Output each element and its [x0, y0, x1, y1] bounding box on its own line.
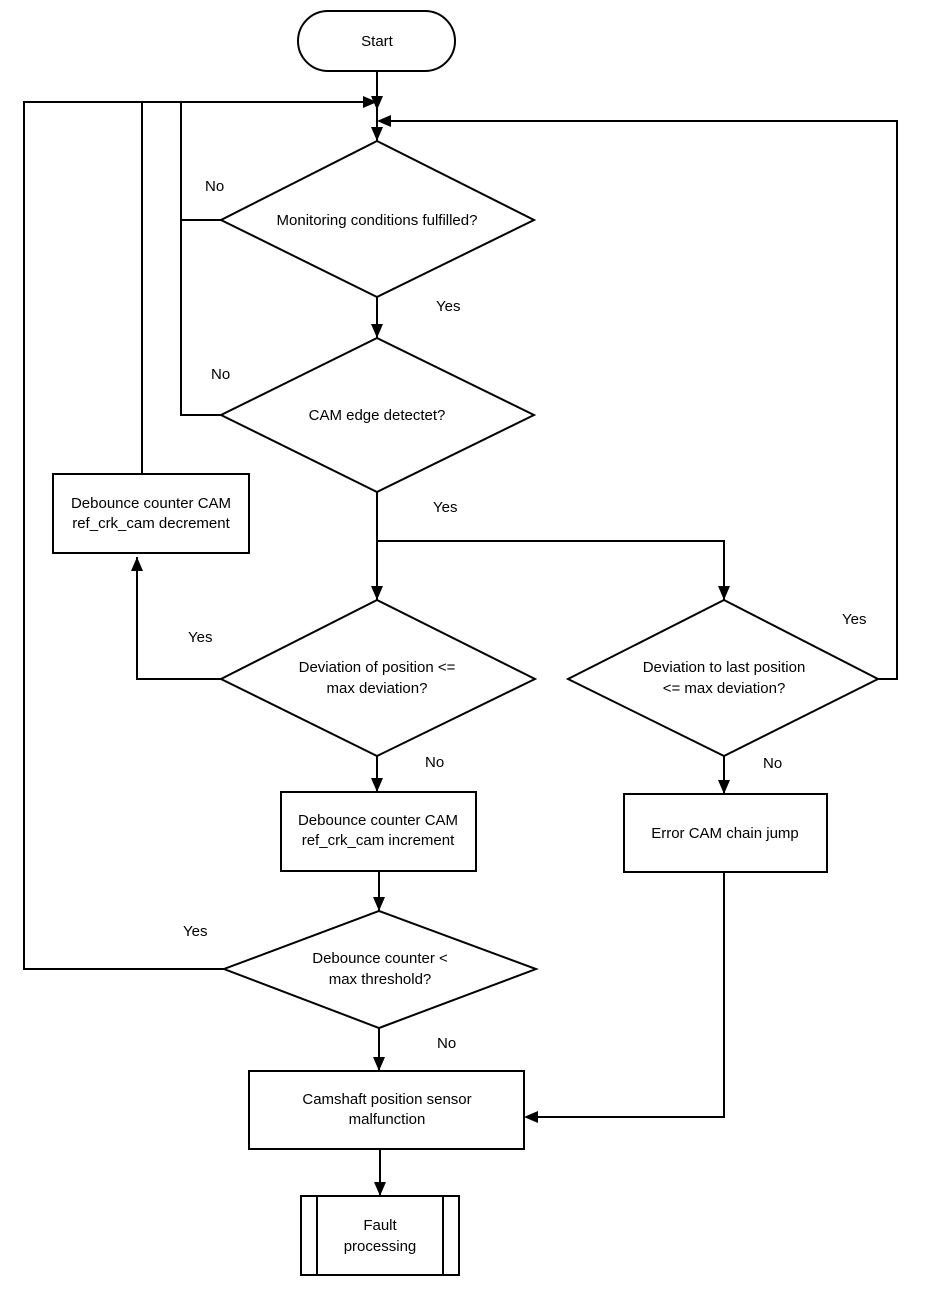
label-monitoring-yes: Yes — [436, 298, 460, 315]
arrowhead-deviation-last — [718, 586, 730, 600]
deviation-last-line1: Deviation to last position — [643, 659, 806, 676]
debounce-decrement-line1: Debounce counter CAM — [71, 495, 231, 512]
process-error-chain-jump: Error CAM chain jump — [623, 793, 828, 873]
process-camshaft-malfunction: Camshaft position sensor malfunction — [248, 1070, 525, 1150]
label-threshold-yes: Yes — [183, 923, 207, 940]
deviation-last-line2: <= max deviation? — [663, 680, 786, 697]
arrowhead-deviation-pos — [371, 586, 383, 600]
malfunction-line2: malfunction — [349, 1111, 426, 1128]
monitoring-label: Monitoring conditions fulfilled? — [277, 212, 478, 229]
edge-error-to-malfunction — [538, 872, 725, 1118]
arrowhead-loop-right — [377, 115, 391, 127]
arrowhead-cam-edge — [371, 324, 383, 338]
label-deviation-pos-no: No — [425, 754, 444, 771]
label-cam-edge-yes: Yes — [433, 499, 457, 516]
error-chain-label: Error CAM chain jump — [651, 825, 799, 842]
deviation-position-line1: Deviation of position <= — [299, 659, 456, 676]
arrowhead-increment — [371, 778, 383, 792]
arrowhead-threshold — [373, 897, 385, 911]
decision-deviation-position: Deviation of position <= max deviation? — [218, 598, 538, 758]
debounce-threshold-line1: Debounce counter < — [312, 950, 448, 967]
edge-monitoring-no — [180, 102, 221, 221]
arrowhead-fault — [374, 1182, 386, 1196]
label-deviation-last-no: No — [763, 755, 782, 772]
process-debounce-decrement: Debounce counter CAM ref_crk_cam decreme… — [52, 473, 250, 554]
start-terminator: Start — [297, 10, 456, 72]
arrowhead-decrement — [131, 557, 143, 571]
predefined-process-fault: Fault processing — [300, 1195, 460, 1276]
edge-labels: No Yes No Yes Yes Yes No No Yes No — [183, 178, 866, 1052]
malfunction-line1: Camshaft position sensor — [302, 1091, 471, 1108]
debounce-threshold-line2: max threshold? — [329, 971, 432, 988]
edge-split-right — [377, 540, 725, 600]
deviation-position-line2: max deviation? — [327, 680, 428, 697]
label-threshold-no: No — [437, 1035, 456, 1052]
fault-line1: Fault — [363, 1217, 397, 1234]
cam-edge-label: CAM edge detectet? — [309, 407, 446, 424]
label-deviation-pos-yes: Yes — [188, 629, 212, 646]
arrowhead-malfunction-right — [524, 1111, 538, 1123]
decision-deviation-last: Deviation to last position <= max deviat… — [565, 598, 881, 758]
decision-cam-edge: CAM edge detectet? — [218, 336, 537, 494]
edge-deviation-last-yes-loop — [391, 120, 898, 680]
decision-debounce-threshold: Debounce counter < max threshold? — [221, 909, 539, 1030]
arrowhead-monitoring-entry — [371, 127, 383, 141]
fault-line2: processing — [344, 1238, 417, 1255]
decision-monitoring-conditions: Monitoring conditions fulfilled? — [218, 139, 537, 299]
process-debounce-increment: Debounce counter CAM ref_crk_cam increme… — [280, 791, 477, 872]
edge-threshold-yes-loop — [23, 101, 363, 970]
debounce-decrement-line2: ref_crk_cam decrement — [72, 515, 230, 532]
edge-deviation-pos-yes — [136, 557, 221, 680]
label-cam-edge-no: No — [211, 366, 230, 383]
debounce-increment-line1: Debounce counter CAM — [298, 812, 458, 829]
debounce-increment-line2: ref_crk_cam increment — [302, 832, 455, 849]
edge-cam-edge-no — [180, 220, 221, 416]
label-monitoring-no: No — [205, 178, 224, 195]
label-deviation-last-yes: Yes — [842, 611, 866, 628]
arrowhead-error-chain — [718, 780, 730, 794]
arrowhead-loop-outer — [363, 96, 377, 108]
arrowhead-start — [371, 96, 383, 110]
arrowhead-malfunction — [373, 1057, 385, 1071]
start-label: Start — [361, 33, 394, 50]
connectors — [23, 72, 898, 1196]
